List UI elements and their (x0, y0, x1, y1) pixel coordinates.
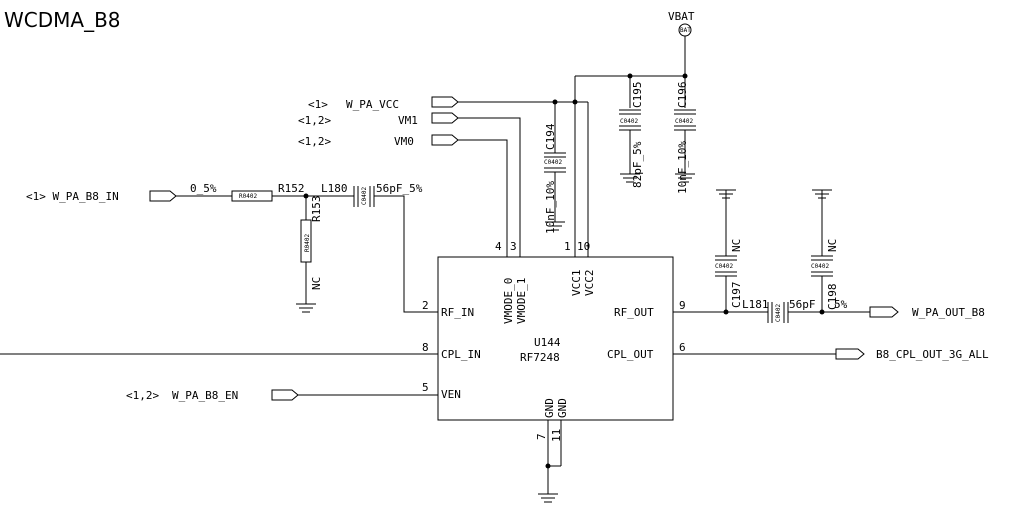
vbat-symbol: VBAT BAT (668, 10, 695, 76)
port-flag (869, 306, 899, 318)
pin-ven: VEN (441, 388, 461, 401)
pin-cpl-in: CPL_IN (441, 348, 481, 361)
vm0-name: VM0 (394, 135, 414, 148)
r152-package: R0402 (239, 193, 257, 200)
b8-cpl-out-name: B8_CPL_OUT_3G_ALL (876, 348, 989, 361)
pin-gnd-b: GND (556, 398, 569, 418)
c195-package: C0402 (620, 118, 638, 125)
capacitor-c196: C196 C0402 10nF_10% (674, 82, 696, 194)
l180-ref: L180 (321, 182, 348, 195)
vm1-ref: <1,2> (298, 114, 331, 127)
w-pa-vcc-name: W_PA_VCC (346, 98, 399, 111)
port-b8-cpl-out: B8_CPL_OUT_3G_ALL (673, 348, 989, 361)
pin-num-gnd-a: 7 (535, 433, 548, 440)
capacitor-c197: NC C0402 C197 (715, 189, 743, 312)
pin-num-vmode1: 3 (510, 240, 517, 253)
l180-package: C0402 (361, 187, 368, 205)
ic-part: RF7248 (520, 351, 560, 364)
port-vm0: <1,2> VM0 (298, 134, 508, 246)
resistor-r152: 0_5% R0402 R152 (190, 182, 354, 202)
vbat-rail (572, 73, 688, 246)
pin-num-rf-out: 9 (679, 299, 686, 312)
w-pa-vcc-ref: <1> (308, 98, 328, 111)
capacitor-l181: L181 C0402 56pF (742, 298, 870, 323)
l181-package: C0402 (775, 304, 782, 322)
capacitor-c198: NC C0402 C198 5% (811, 189, 848, 312)
port-vm1: <1,2> VM1 (298, 112, 521, 246)
pin-num-cpl-out: 6 (679, 341, 686, 354)
pin-num-ven: 5 (422, 381, 429, 394)
c198-value: NC (826, 239, 839, 252)
c197-value: NC (730, 239, 743, 252)
capacitor-c195: C195 C0402 82pF_5% (619, 82, 644, 188)
port-flag (149, 190, 177, 202)
port-w-pa-vcc: <1> W_PA_VCC (308, 96, 575, 111)
c198-ref: C198 (826, 284, 839, 311)
vbat-label: VBAT (668, 10, 695, 23)
pin-rf-out: RF_OUT (614, 306, 654, 319)
capacitor-c194: C194 C0402 10nF_10% (544, 99, 566, 234)
junction-dot (682, 73, 688, 79)
c195-value: 82pF_5% (631, 141, 644, 188)
w-pa-out-b8-name: W_PA_OUT_B8 (912, 306, 985, 319)
r152-value: 0_5% (190, 182, 217, 195)
pin-num-gnd-b: 11 (550, 429, 563, 442)
pin-gnd-a: GND (543, 398, 556, 418)
r152-ref: R152 (278, 182, 305, 195)
c196-value: 10nF_10% (676, 141, 689, 194)
port-w-pa-b8-in: <1> W_PA_B8_IN (26, 190, 232, 203)
c195-ref: C195 (631, 82, 644, 109)
sheet-title: WCDMA_B8 (4, 8, 121, 32)
port-flag (835, 348, 865, 360)
l180-value: 56pF_5% (376, 182, 423, 195)
ic-ref: U144 (534, 336, 561, 349)
r153-ref: R153 (310, 196, 323, 223)
pin-num-vmode0: 4 (495, 240, 502, 253)
c198-tolerance: 5% (834, 298, 848, 311)
port-w-pa-out-b8: W_PA_OUT_B8 (869, 306, 985, 319)
pin-vmode1: VMODE_1 (515, 278, 528, 324)
c197-ref: C197 (730, 282, 743, 309)
pin-vcc1: VCC1 (570, 270, 583, 297)
port-flag (431, 112, 459, 124)
pin-cpl-out: CPL_OUT (607, 348, 654, 361)
c197-package: C0402 (715, 263, 733, 270)
pin-num-rf-in: 2 (422, 299, 429, 312)
ic-u144: U144 RF7248 4 3 1 10 VMODE_0 VMODE_1 VCC… (422, 101, 686, 503)
r153-value: NC (310, 277, 323, 290)
c194-package: C0402 (544, 159, 562, 166)
junction-dot (552, 99, 558, 105)
c194-ref: C194 (544, 123, 557, 150)
l181-value: 56pF (789, 298, 816, 311)
pin-num-vcc2: 10 (577, 240, 590, 253)
ic-body (437, 256, 674, 421)
w-pa-b8-en-name: W_PA_B8_EN (172, 389, 238, 402)
junction-dot (627, 73, 633, 79)
vbat-symbol-text: BAT (680, 27, 691, 34)
c196-package: C0402 (675, 118, 693, 125)
vm0-ref: <1,2> (298, 135, 331, 148)
port-w-pa-b8-en: <1,2> W_PA_B8_EN (126, 389, 438, 402)
pin-num-cpl-in: 8 (422, 341, 429, 354)
pin-num-vcc1: 1 (564, 240, 571, 253)
w-pa-b8-in-label: <1> W_PA_B8_IN (26, 190, 119, 203)
capacitor-l180: L180 C0402 56pF_5% (321, 182, 438, 313)
pin-vcc2: VCC2 (583, 270, 596, 297)
port-flag (271, 389, 299, 401)
pin-vmode0: VMODE_0 (502, 278, 515, 324)
vm1-name: VM1 (398, 114, 418, 127)
r153-package: R0402 (304, 234, 311, 252)
l181-ref: L181 (742, 298, 769, 311)
c194-value: 10nF_10% (544, 181, 557, 234)
w-pa-b8-en-ref: <1,2> (126, 389, 159, 402)
pin-rf-in: RF_IN (441, 306, 474, 319)
c196-ref: C196 (676, 82, 689, 109)
port-flag (431, 96, 459, 108)
port-flag (431, 134, 459, 146)
resistor-r153: R153 R0402 NC (296, 196, 323, 313)
c198-package: C0402 (811, 263, 829, 270)
